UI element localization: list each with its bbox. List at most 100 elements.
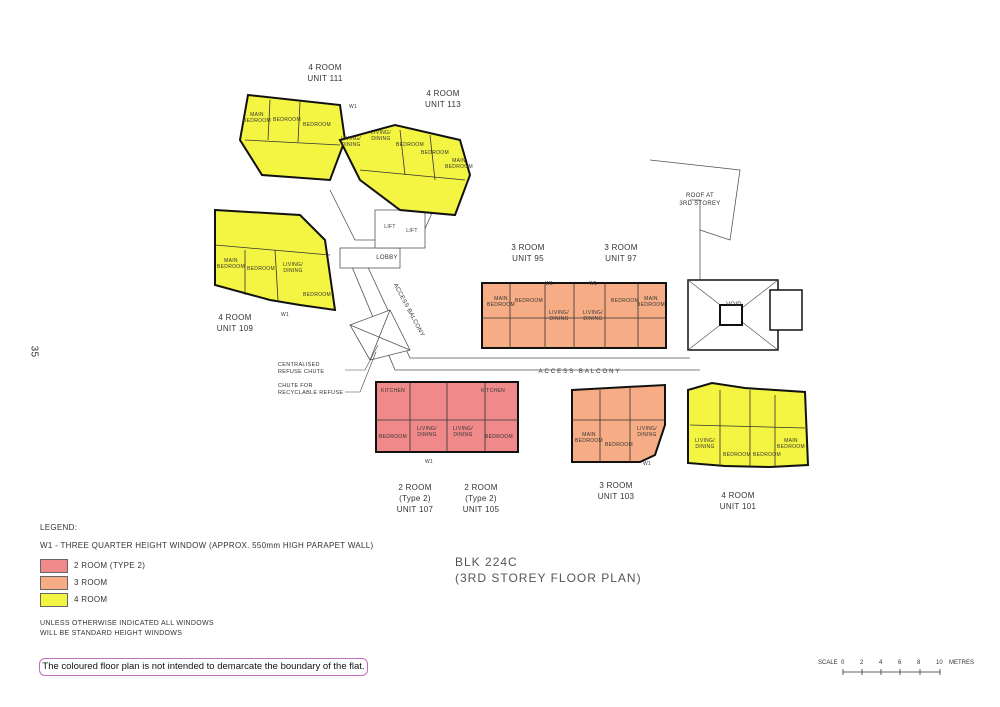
w1-marker: W1 xyxy=(424,459,434,465)
room-label-living: LIVING/ DINING xyxy=(417,426,437,438)
room-label-main-bedroom: MAIN BEDROOM xyxy=(777,438,805,450)
unit-109-label: 4 ROOM UNIT 109 xyxy=(210,312,260,334)
room-label-bedroom: BEDROOM xyxy=(485,434,513,440)
unit-number: UNIT 105 xyxy=(462,505,500,514)
block-title-line1: BLK 224C xyxy=(455,555,518,569)
void-area xyxy=(687,279,803,351)
room-label-bedroom: BEDROOM xyxy=(379,434,407,440)
unit-subtype: (Type 2) xyxy=(465,494,497,503)
unit-113-label: 4 ROOM UNIT 113 xyxy=(418,88,468,110)
scale-label: SCALE xyxy=(818,660,838,666)
lift-label-2: LIFT xyxy=(406,228,418,234)
legend-window-note-line2: WILL BE STANDARD HEIGHT WINDOWS xyxy=(40,630,183,637)
room-label-main-bedroom: MAIN BEDROOM xyxy=(445,158,473,170)
roof-label-line2: 3RD STOREY xyxy=(679,201,721,207)
room-label-living: LIVING/ DINING xyxy=(453,426,473,438)
unit-107-105-block xyxy=(375,381,519,453)
room-label-bedroom: BEDROOM xyxy=(723,452,751,458)
room-label-living: LIVING/ DINING xyxy=(695,438,715,450)
unit-101-label: 4 ROOM UNIT 101 xyxy=(713,490,763,512)
unit-109-block xyxy=(214,208,337,312)
room-label-bedroom: BEDROOM xyxy=(611,298,639,304)
unit-111-113-block xyxy=(238,93,472,217)
unit-number: UNIT 109 xyxy=(216,324,254,333)
legend-label-3-room: 3 ROOM xyxy=(74,578,108,587)
legend-label-2-room: 2 ROOM (TYPE 2) xyxy=(74,561,146,570)
roof-label: ROOF AT 3RD STOREY xyxy=(675,192,725,208)
room-label-bedroom: BEDROOM xyxy=(515,298,543,304)
circulation-outline xyxy=(329,159,741,371)
legend-swatch-3-room xyxy=(40,576,68,590)
room-label-living: LIVING/ DINING xyxy=(283,262,303,274)
unit-type: 3 ROOM xyxy=(604,243,638,252)
w1-marker: W1 xyxy=(642,461,652,467)
unit-number: UNIT 107 xyxy=(396,505,434,514)
recycle-chute-line1: CHUTE FOR xyxy=(278,383,313,389)
unit-105-label: 2 ROOM (Type 2) UNIT 105 xyxy=(456,482,506,515)
room-label-bedroom: BEDROOM xyxy=(605,442,633,448)
room-label-bedroom: BEDROOM xyxy=(753,452,781,458)
room-label-bedroom: BEDROOM xyxy=(247,266,275,272)
void-label: VOID xyxy=(726,302,742,308)
w1-marker: W1 xyxy=(544,281,554,287)
w1-marker: W1 xyxy=(588,281,598,287)
unit-type: 2 ROOM xyxy=(464,483,498,492)
unit-type: 3 ROOM xyxy=(599,481,633,490)
unit-subtype: (Type 2) xyxy=(399,494,431,503)
room-label-kitchen: KITCHEN xyxy=(480,388,506,394)
unit-103-label: 3 ROOM UNIT 103 xyxy=(591,480,641,502)
lobby-label: LOBBY xyxy=(376,255,398,261)
legend-window-note-line1: UNLESS OTHERWISE INDICATED ALL WINDOWS xyxy=(40,620,214,627)
room-label-living: LIVING/ DINING xyxy=(583,310,603,322)
unit-type: 4 ROOM xyxy=(308,63,342,72)
w1-marker: W1 xyxy=(348,104,358,110)
unit-number: UNIT 113 xyxy=(425,100,461,109)
disclaimer-box: The coloured floor plan is not intended … xyxy=(39,658,368,676)
page-number: 35 xyxy=(28,345,40,358)
legend-w1-note: W1 - THREE QUARTER HEIGHT WINDOW (APPROX… xyxy=(40,541,374,550)
room-label-main-bedroom: MAIN BEDROOM xyxy=(487,296,515,308)
unit-95-label: 3 ROOM UNIT 95 xyxy=(503,242,553,264)
room-label-kitchen: KITCHEN xyxy=(380,388,406,394)
refuse-chute-line2: REFUSE CHUTE xyxy=(278,369,325,375)
room-label-living: LIVING/ DINING xyxy=(637,426,657,438)
unit-type: 2 ROOM xyxy=(398,483,432,492)
room-label-bedroom: BEDROOM xyxy=(303,292,331,298)
room-label-bedroom: BEDROOM xyxy=(396,142,424,148)
refuse-chute-label: CENTRALISED REFUSE CHUTE xyxy=(278,362,348,376)
unit-number: UNIT 95 xyxy=(512,254,544,263)
unit-101-block xyxy=(687,381,810,469)
access-balcony-label: ACCESS BALCONY xyxy=(538,369,622,375)
scale-bar xyxy=(842,669,941,675)
scale-tick-label: 6 xyxy=(898,660,902,666)
block-title: BLK 224C (3RD STOREY FLOOR PLAN) xyxy=(455,554,642,586)
room-label-living: LIVING/ DINING xyxy=(341,136,361,148)
chute-leaders xyxy=(345,344,379,393)
room-label-living: LIVING/ DINING xyxy=(549,310,569,322)
recycle-chute-line2: RECYCLABLE REFUSE xyxy=(278,390,344,396)
unit-95-97-block xyxy=(481,282,667,349)
recycle-chute-label: CHUTE FOR RECYCLABLE REFUSE xyxy=(278,383,348,397)
refuse-chute-line1: CENTRALISED xyxy=(278,362,320,368)
room-label-main-bedroom: MAIN BEDROOM xyxy=(575,432,603,444)
unit-103-block xyxy=(571,383,666,463)
room-label-main-bedroom: MAIN BEDROOM xyxy=(637,296,665,308)
legend-swatch-2-room xyxy=(40,559,68,573)
room-label-living: LIVING/ DINING xyxy=(371,130,391,142)
legend-label-4-room: 4 ROOM xyxy=(74,595,108,604)
unit-number: UNIT 103 xyxy=(597,492,635,501)
unit-111-label: 4 ROOM UNIT 111 xyxy=(300,62,350,84)
unit-number: UNIT 97 xyxy=(605,254,637,263)
legend-swatch-4-room xyxy=(40,593,68,607)
scale-tick-label: 0 xyxy=(841,660,845,666)
room-label-main-bedroom: MAIN BEDROOM xyxy=(243,112,271,124)
unit-type: 3 ROOM xyxy=(511,243,545,252)
unit-97-label: 3 ROOM UNIT 97 xyxy=(596,242,646,264)
unit-type: 4 ROOM xyxy=(218,313,252,322)
unit-number: UNIT 101 xyxy=(719,502,757,511)
room-label-bedroom: BEDROOM xyxy=(303,122,331,128)
w1-marker: W1 xyxy=(280,312,290,318)
scale-tick-label: 8 xyxy=(917,660,921,666)
lift-label-1: LIFT xyxy=(384,224,396,230)
roof-label-line1: ROOF AT xyxy=(686,193,714,199)
